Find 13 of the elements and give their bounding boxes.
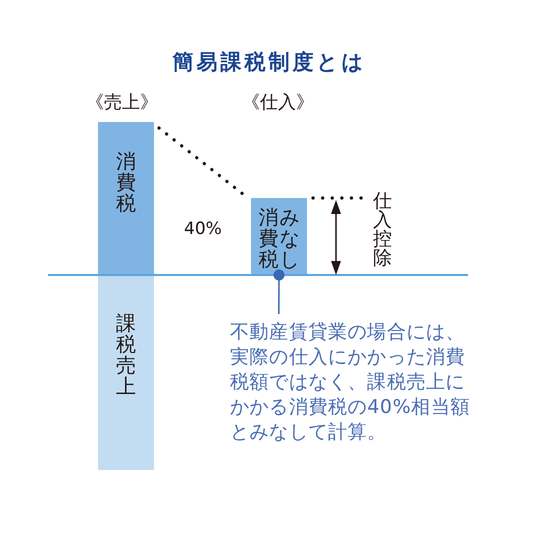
upper-bar [98,122,154,275]
leader-line [274,270,284,314]
column-heading: 《売上》 [86,91,158,114]
bar-label: 消費税 [116,151,136,214]
column-heading: 《仕入》 [242,91,314,114]
percentage-label: 40% [184,219,222,239]
dimension-label: 仕入控除 [373,192,392,268]
bar-label: 課税売上 [116,312,136,396]
note-text: 不動産賃貸業の場合には、実際の仕入にかかった消費税額ではなく、課税売上にかかる消費税の40%相当額とみなして計算。 [230,320,474,445]
deemed-tax-box [251,198,307,275]
title: 簡易課税制度とは [171,49,368,76]
box-label: みなし消費税 [258,207,300,270]
lower-bar [98,275,154,470]
